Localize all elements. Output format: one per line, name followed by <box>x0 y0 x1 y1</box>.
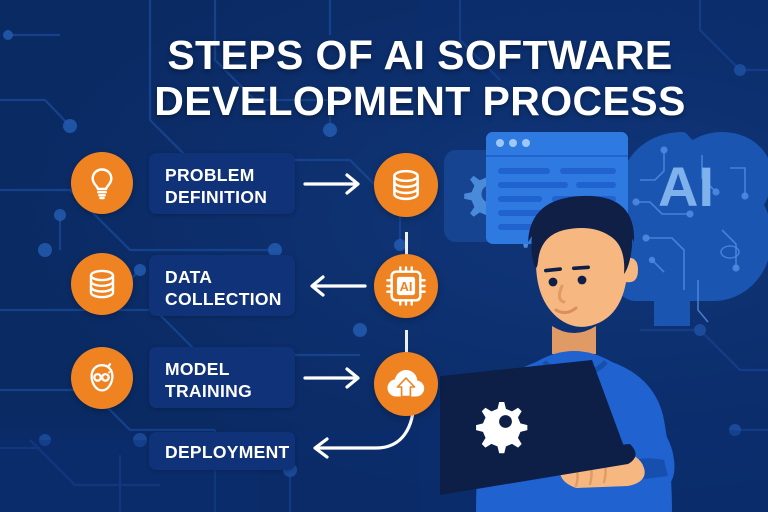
step-label-line1: DEPLOYMENT <box>165 442 290 462</box>
ai-chip-label: AI <box>400 279 413 294</box>
arrow-left-chip-to-data-collection <box>310 275 367 297</box>
step-label-model-training[interactable]: MODEL TRAINING <box>149 347 295 408</box>
brain-ai-label: AI <box>658 155 714 218</box>
step-icon-problem-definition[interactable] <box>71 152 133 214</box>
step-label-line2: TRAINING <box>165 381 252 401</box>
page-title: STEPS OF AI SOFTWARE DEVELOPMENT PROCESS <box>120 32 720 124</box>
developer-illustration: AI <box>440 132 768 512</box>
database-icon <box>89 269 115 299</box>
gear-icon <box>476 402 528 454</box>
step-label-line1: DATA <box>165 267 213 287</box>
step-label-line2: COLLECTION <box>165 289 282 309</box>
step-label-line1: PROBLEM <box>165 165 255 185</box>
step-icon-model-training[interactable] <box>71 347 133 409</box>
step-label-problem-definition[interactable]: PROBLEM DEFINITION <box>149 153 295 214</box>
step-label-data-collection[interactable]: DATA COLLECTION <box>149 255 295 316</box>
arrow-right-training-to-cloud <box>303 367 360 389</box>
title-line-1: STEPS OF AI SOFTWARE <box>167 32 673 78</box>
robot-head-icon <box>90 363 114 392</box>
cloud-upload-icon <box>387 370 425 398</box>
lightbulb-icon <box>91 168 113 200</box>
connector-database-to-chip <box>405 232 408 256</box>
arrow-right-problem-to-database <box>303 173 360 195</box>
center-node-cloud-upload[interactable] <box>374 352 438 416</box>
connector-chip-to-cloud <box>405 330 408 354</box>
step-label-deployment[interactable]: DEPLOYMENT <box>149 432 295 470</box>
ai-brain-icon: AI <box>617 132 768 326</box>
database-icon <box>393 169 419 201</box>
center-node-database[interactable] <box>374 153 438 217</box>
step-label-line2: DEFINITION <box>165 187 268 207</box>
ai-chip-icon: AI <box>386 266 426 306</box>
title-line-2: DEVELOPMENT PROCESS <box>154 78 686 124</box>
step-icon-data-collection[interactable] <box>71 253 133 315</box>
laptop-icon <box>440 360 636 496</box>
step-label-line1: MODEL <box>165 359 230 379</box>
center-node-ai-chip[interactable]: AI <box>374 254 438 318</box>
